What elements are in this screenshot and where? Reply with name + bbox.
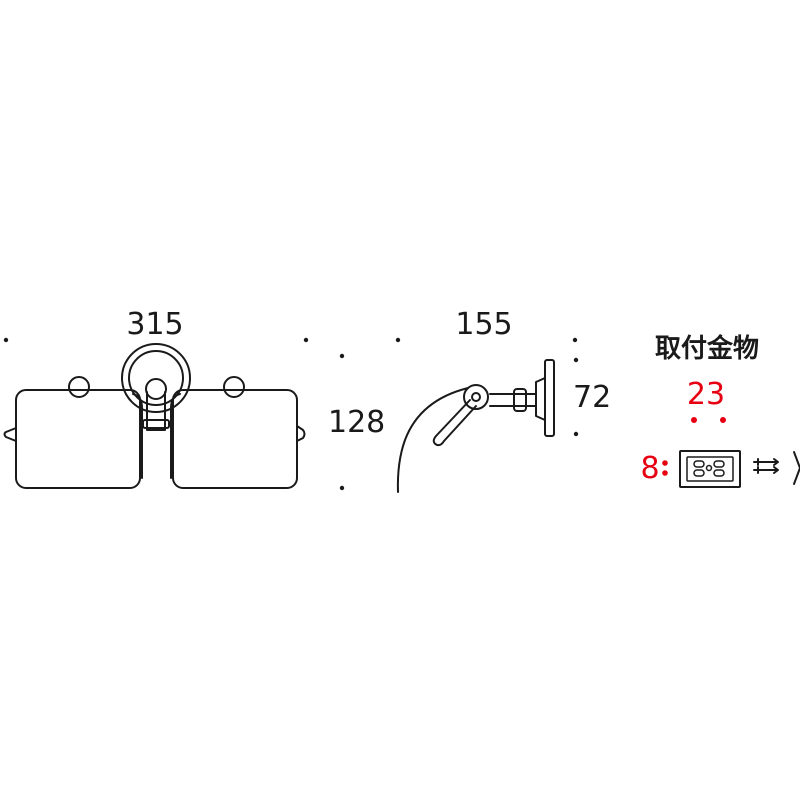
left-cover-edge [132, 393, 143, 479]
red-dot [720, 417, 726, 423]
dim-marker [573, 431, 579, 437]
side-pivot-inner [471, 392, 481, 402]
right-arm [296, 425, 306, 442]
width-dimension: 315 [126, 307, 183, 342]
holder-bar [432, 399, 477, 447]
left-cover-knob [68, 376, 90, 398]
center-knob [145, 378, 167, 400]
side-arm-joint [513, 388, 527, 412]
bracket-glyph [793, 451, 800, 485]
screws [753, 458, 779, 474]
red-dot [662, 460, 668, 466]
mount-dimension: 72 [573, 380, 611, 415]
side-pivot [463, 384, 489, 410]
dim-marker [3, 337, 9, 343]
wall-plate [544, 359, 555, 437]
depth-dimension: 155 [455, 307, 512, 342]
dim-marker [572, 337, 578, 343]
right-cover-edge [170, 393, 181, 479]
right-cover-knob [223, 376, 245, 398]
mounting-plate [679, 450, 741, 488]
dim-marker [339, 485, 345, 491]
side-view: 155 72 [395, 307, 611, 493]
side-count: 8 [640, 451, 659, 486]
right-cover [172, 389, 298, 489]
top-count: 23 [687, 377, 725, 412]
left-arm [3, 427, 17, 442]
dim-marker [395, 337, 401, 343]
fittings-title: 取付金物 [655, 333, 759, 364]
dim-marker [573, 357, 579, 363]
red-dot [662, 470, 668, 476]
cover-arc [396, 387, 469, 493]
height-dimension: 128 [328, 405, 385, 440]
wall-rosette [121, 343, 191, 413]
fittings-legend: 取付金物 23 8 [640, 333, 800, 488]
wall-plate-base [535, 377, 546, 421]
wall-rosette-inner [128, 350, 184, 406]
front-view: 315 128 [3, 307, 385, 491]
dim-marker [303, 337, 309, 343]
dim-marker [339, 353, 345, 359]
red-dot [691, 417, 697, 423]
center-post [146, 391, 166, 431]
left-cover [15, 389, 141, 489]
